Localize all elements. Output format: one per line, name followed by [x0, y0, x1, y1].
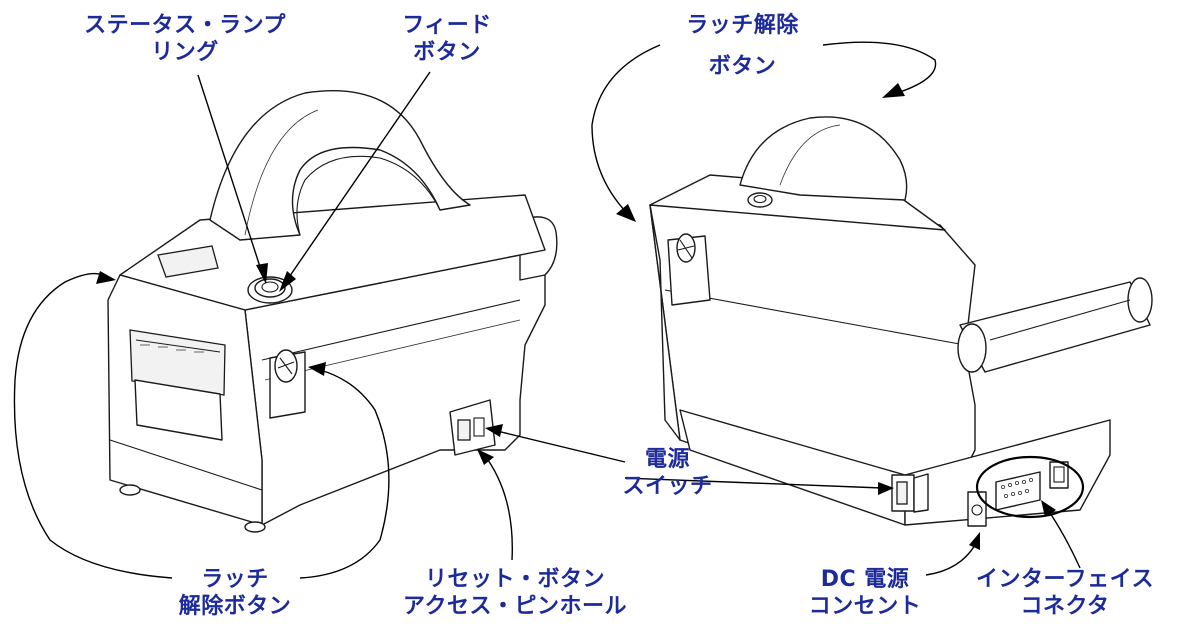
front-printer [107, 89, 558, 533]
status-ring-label-line2: リング [151, 40, 219, 65]
feed-button-label-line1: フィード [402, 13, 492, 38]
status-ring-label: ステータス・ランプ リング [60, 12, 310, 66]
reset-access-label-line2: アクセス・ピンホール [403, 594, 627, 619]
rear-printer [649, 116, 1153, 527]
feed-button-label: フィード ボタン [372, 12, 522, 66]
dc-power-label-line2: コンセント [808, 594, 922, 619]
dc-power-label-line1: DC 電源 [820, 567, 910, 592]
reset-access-label-line1: リセット・ボタン [424, 567, 605, 592]
interface-connector-label-line2: コネクタ [1020, 594, 1110, 619]
dc-power-label: DC 電源 コンセント [795, 566, 935, 620]
latch-release-top-label-line2: ボタン [708, 54, 777, 79]
power-switch-label-line1: 電源 [644, 447, 690, 472]
reset-access-label: リセット・ボタン アクセス・ピンホール [385, 566, 645, 620]
latch-release-left-label-line2: 解除ボタン [178, 594, 292, 619]
latch-release-left-label: ラッチ 解除ボタン [160, 566, 310, 620]
interface-connector-label: インターフェイス コネクタ [960, 566, 1170, 620]
leader-lines [13, 41, 1081, 579]
interface-connector-label-line1: インターフェイス [975, 567, 1155, 592]
latch-release-top-label-line1: ラッチ解除 [686, 13, 799, 38]
latch-release-left-label-line1: ラッチ [201, 567, 269, 592]
power-switch-label: 電源 スイッチ [600, 446, 735, 500]
latch-release-top-label: ラッチ解除 ボタン [660, 12, 825, 80]
feed-button-label-line2: ボタン [413, 40, 481, 65]
power-switch-label-line2: スイッチ [622, 474, 713, 499]
status-ring-label-line1: ステータス・ランプ [84, 13, 286, 38]
